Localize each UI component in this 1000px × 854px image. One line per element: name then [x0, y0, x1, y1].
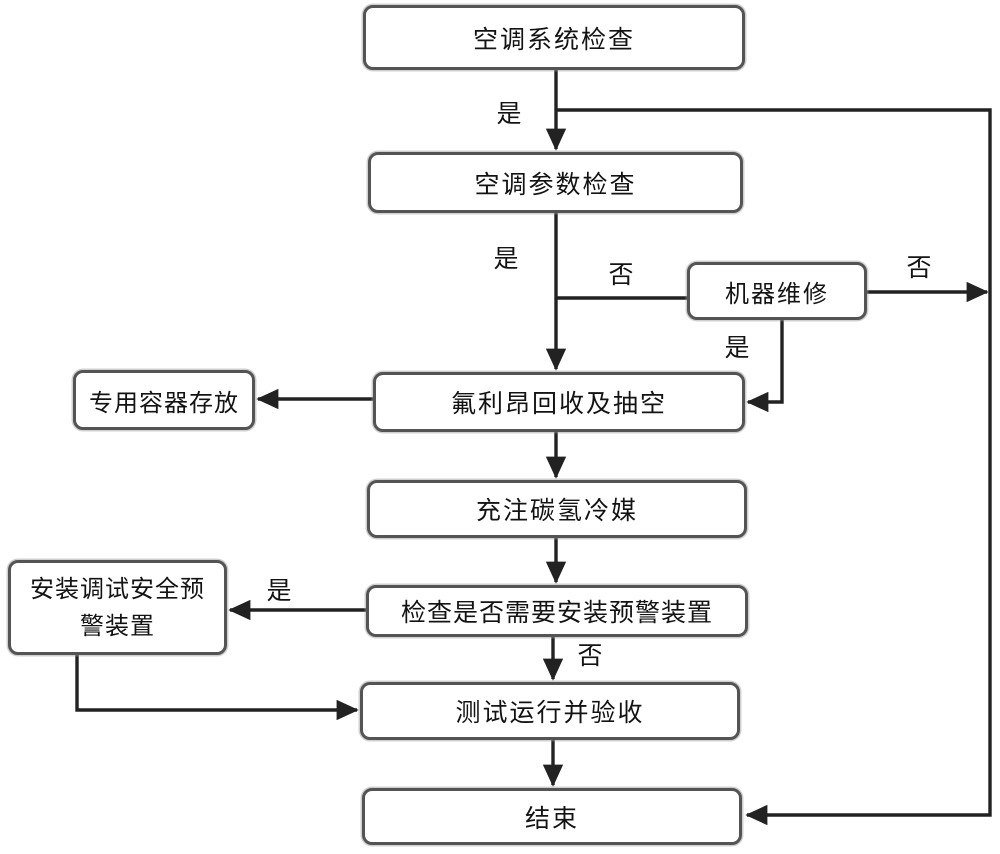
edge-label-warning-no: 否	[577, 641, 603, 670]
node-charge-refrigerant: 充注碳氢冷媒	[367, 480, 747, 538]
node-machine-repair-label: 机器维修	[725, 279, 829, 308]
node-freon-recovery-label: 氟利昂回收及抽空	[450, 389, 667, 418]
node-check-warning-needed-label: 检查是否需要安装预警装置	[400, 598, 713, 627]
node-check-warning-needed: 检查是否需要安装预警装置	[366, 585, 748, 637]
node-machine-repair: 机器维修	[687, 262, 867, 320]
node-end: 结束	[362, 788, 742, 845]
node-check-params: 空调参数检查	[368, 152, 743, 213]
node-check-params-label: 空调参数检查	[474, 169, 637, 199]
node-test-run-label: 测试运行并验收	[455, 698, 645, 727]
edge-install-to-test	[75, 655, 359, 721]
edge-label-system-yes: 是	[496, 99, 522, 128]
node-end-label: 结束	[524, 803, 579, 833]
node-install-warning-line1: 安装调试安全预	[30, 574, 205, 603]
node-charge-refrigerant-label: 充注碳氢冷媒	[475, 496, 638, 525]
node-freon-recovery: 氟利昂回收及抽空	[373, 372, 745, 432]
edge-label-params-yes: 是	[493, 244, 519, 273]
node-check-system-label: 空调系统检查	[472, 24, 635, 54]
node-container-storage: 专用容器存放	[73, 370, 255, 430]
edge-label-repair-yes: 是	[724, 333, 750, 362]
node-install-warning: 安装调试安全预 警装置	[8, 560, 227, 655]
edge-label-repair-no: 否	[906, 253, 932, 282]
edge-label-params-no: 否	[608, 260, 634, 289]
node-install-warning-label: 安装调试安全预 警装置	[30, 571, 205, 645]
node-test-run: 测试运行并验收	[360, 682, 740, 740]
edge-label-warning-yes: 是	[266, 576, 292, 605]
node-container-storage-label: 专用容器存放	[89, 388, 239, 417]
edge-repair-to-freon	[746, 320, 784, 413]
node-install-warning-line2: 警装置	[80, 611, 155, 640]
node-check-system: 空调系统检查	[363, 5, 745, 70]
